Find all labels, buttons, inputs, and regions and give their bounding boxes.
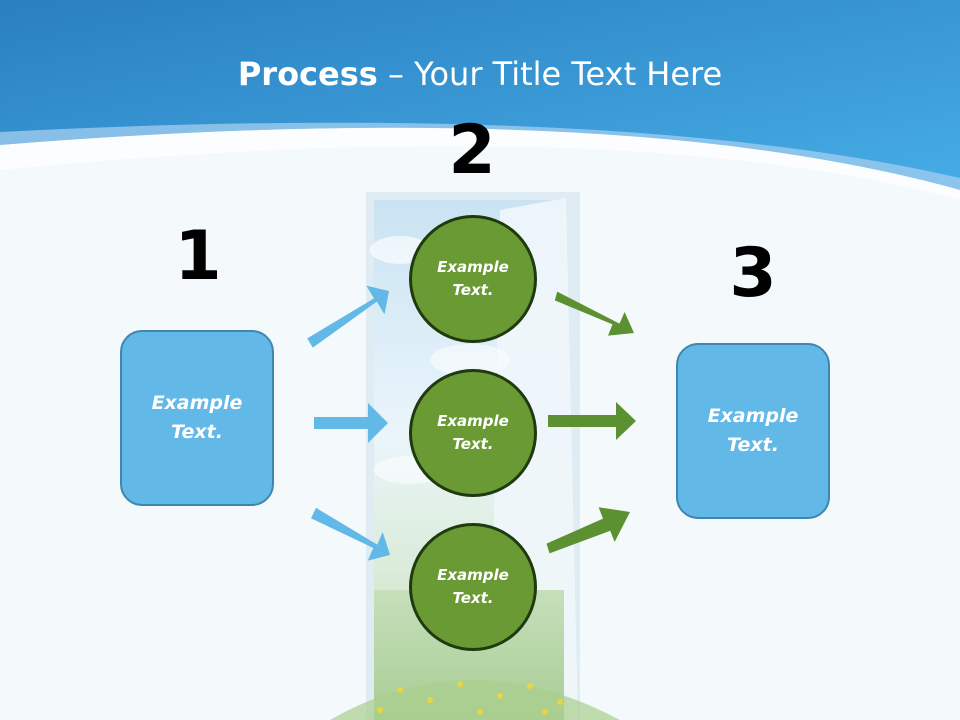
step-1-box-line1: Example xyxy=(151,392,243,414)
blue-arrow-right xyxy=(314,403,388,443)
green-arrow-up xyxy=(546,507,630,554)
blue-arrow-down xyxy=(311,507,390,561)
flowers xyxy=(377,681,563,715)
slide-title: Process – Your Title Text Here xyxy=(0,52,960,96)
step-3-box: Example Text. xyxy=(676,343,830,519)
header-swoosh xyxy=(0,122,960,190)
circle-top-line1: Example xyxy=(437,258,509,276)
circle-bottom-line2: Text. xyxy=(452,589,494,607)
circle-bottom-line1: Example xyxy=(437,566,509,584)
step-1-box-line2: Text. xyxy=(171,421,223,443)
circle-middle-line1: Example xyxy=(437,412,509,430)
door-image xyxy=(366,192,580,720)
title-bold: Process xyxy=(237,55,378,93)
circle-middle-line2: Text. xyxy=(452,435,494,453)
blue-arrow-up xyxy=(307,285,389,348)
step-2-circle-top: Example Text. xyxy=(409,215,537,343)
step-number-3: 3 xyxy=(729,234,777,313)
green-arrow-down xyxy=(554,291,634,336)
step-number-1: 1 xyxy=(174,217,222,296)
step-number-2: 2 xyxy=(448,111,496,190)
green-arrow-right xyxy=(548,402,636,440)
step-3-box-line2: Text. xyxy=(727,434,779,456)
circle-top-line2: Text. xyxy=(452,281,494,299)
title-rest: – Your Title Text Here xyxy=(377,55,723,93)
step-3-box-line1: Example xyxy=(707,405,799,427)
step-1-box: Example Text. xyxy=(120,330,274,506)
step-2-circle-bottom: Example Text. xyxy=(409,523,537,651)
step-2-circle-middle: Example Text. xyxy=(409,369,537,497)
